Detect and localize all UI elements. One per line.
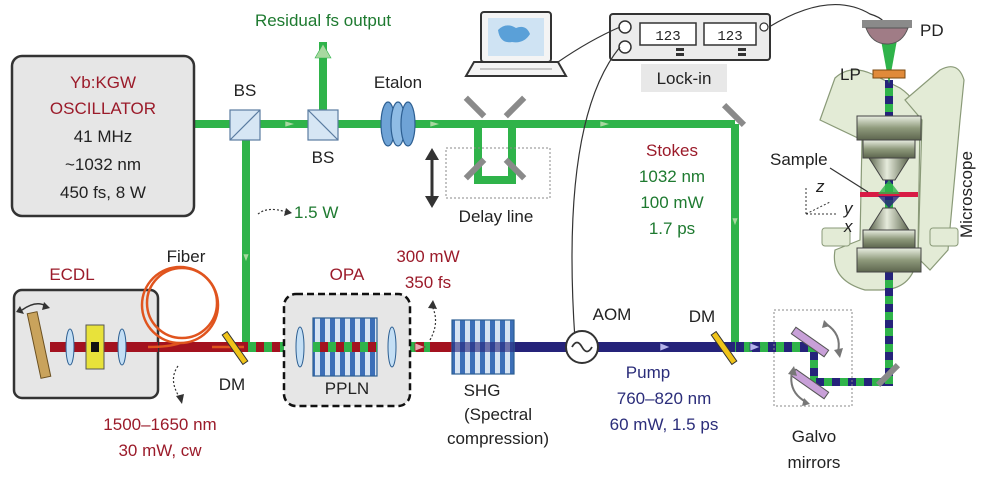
ecdl-box bbox=[12, 288, 160, 400]
stokes-beam-down bbox=[731, 124, 739, 346]
pd-label: PD bbox=[920, 21, 944, 40]
ecdl-label: ECDL bbox=[49, 265, 94, 284]
lockin-display-right: 123 bbox=[717, 29, 742, 45]
delay-line bbox=[425, 95, 551, 208]
beam-splitter-1 bbox=[229, 109, 261, 141]
pump-label: Pump bbox=[626, 363, 670, 382]
residual-label: Residual fs output bbox=[255, 11, 391, 30]
residual-beam bbox=[319, 42, 327, 124]
osc-line-2: OSCILLATOR bbox=[50, 99, 156, 118]
axes-indicator bbox=[805, 188, 836, 215]
lockin-display-left: 123 bbox=[655, 29, 680, 45]
objective-top bbox=[856, 115, 922, 181]
axis-x-label: x bbox=[843, 217, 853, 236]
lp-label: LP bbox=[840, 65, 861, 84]
lockin-label: Lock-in bbox=[657, 69, 712, 88]
osc-line-4: ~1032 nm bbox=[65, 155, 141, 174]
dichroic-mirror-left bbox=[221, 330, 249, 366]
bs2-label: BS bbox=[312, 148, 335, 167]
mirror-top-right bbox=[721, 102, 747, 128]
opa-box bbox=[282, 292, 412, 408]
objective-bottom bbox=[856, 207, 922, 273]
combined-beam bbox=[735, 342, 815, 352]
osc-line-1: Yb:KGW bbox=[70, 73, 136, 92]
dichroic-mirror-right bbox=[710, 330, 738, 366]
beam-arrows bbox=[242, 43, 739, 263]
shg-crystal bbox=[451, 319, 515, 375]
pump-wavelength: 760–820 nm bbox=[617, 389, 712, 408]
green-down-beam bbox=[242, 124, 250, 344]
axis-z-label: z bbox=[815, 177, 825, 196]
aom-label: AOM bbox=[593, 305, 632, 324]
power-1-5w-label: 1.5 W bbox=[294, 203, 338, 222]
galvo-label-2: mirrors bbox=[788, 453, 841, 472]
stokes-power: 100 mW bbox=[640, 193, 703, 212]
mirror-bottom-right bbox=[875, 362, 901, 388]
photodiode bbox=[862, 20, 912, 45]
stokes-label: Stokes bbox=[646, 141, 698, 160]
osc-line-3: 41 MHz bbox=[74, 127, 133, 146]
aom bbox=[565, 330, 599, 364]
beam-splitter-2 bbox=[307, 109, 339, 141]
galvo-mirrors bbox=[773, 309, 853, 407]
axis-y-label: y bbox=[843, 199, 854, 218]
laptop-icon bbox=[464, 11, 568, 77]
sample-slide bbox=[860, 192, 918, 197]
bs1-label: BS bbox=[234, 81, 257, 100]
etalon-label: Etalon bbox=[374, 73, 422, 92]
dm-left-label: DM bbox=[219, 375, 245, 394]
opa-out-duration: 350 fs bbox=[405, 273, 451, 292]
sample-label: Sample bbox=[770, 150, 828, 169]
delay-line-label: Delay line bbox=[459, 207, 534, 226]
opa-label: OPA bbox=[330, 265, 365, 284]
microscope-label: Microscope bbox=[957, 151, 976, 238]
lockin-amplifier bbox=[609, 13, 771, 61]
fiber-label: Fiber bbox=[167, 247, 206, 266]
stokes-wavelength: 1032 nm bbox=[639, 167, 705, 186]
pump-power: 60 mW, 1.5 ps bbox=[610, 415, 719, 434]
stokes-duration: 1.7 ps bbox=[649, 219, 695, 238]
shg-label: SHG bbox=[464, 381, 501, 400]
stokes-beam-top bbox=[190, 120, 735, 128]
osc-line-5: 450 fs, 8 W bbox=[60, 183, 146, 202]
fiber-loop bbox=[140, 265, 244, 349]
shg-sub-2: compression) bbox=[447, 429, 549, 448]
ppln-label: PPLN bbox=[325, 379, 369, 398]
dm-right-label: DM bbox=[689, 307, 715, 326]
etalon bbox=[380, 101, 416, 147]
ecdl-out-wavelength: 1500–1650 nm bbox=[103, 415, 216, 434]
shg-sub-1: (Spectral bbox=[464, 405, 532, 424]
galvo-label-1: Galvo bbox=[792, 427, 836, 446]
ecdl-out-power: 30 mW, cw bbox=[118, 441, 202, 460]
oscillator-box: Yb:KGW OSCILLATOR 41 MHz ~1032 nm 450 fs… bbox=[10, 54, 196, 218]
long-pass-filter bbox=[872, 69, 906, 79]
opa-out-power: 300 mW bbox=[396, 247, 459, 266]
